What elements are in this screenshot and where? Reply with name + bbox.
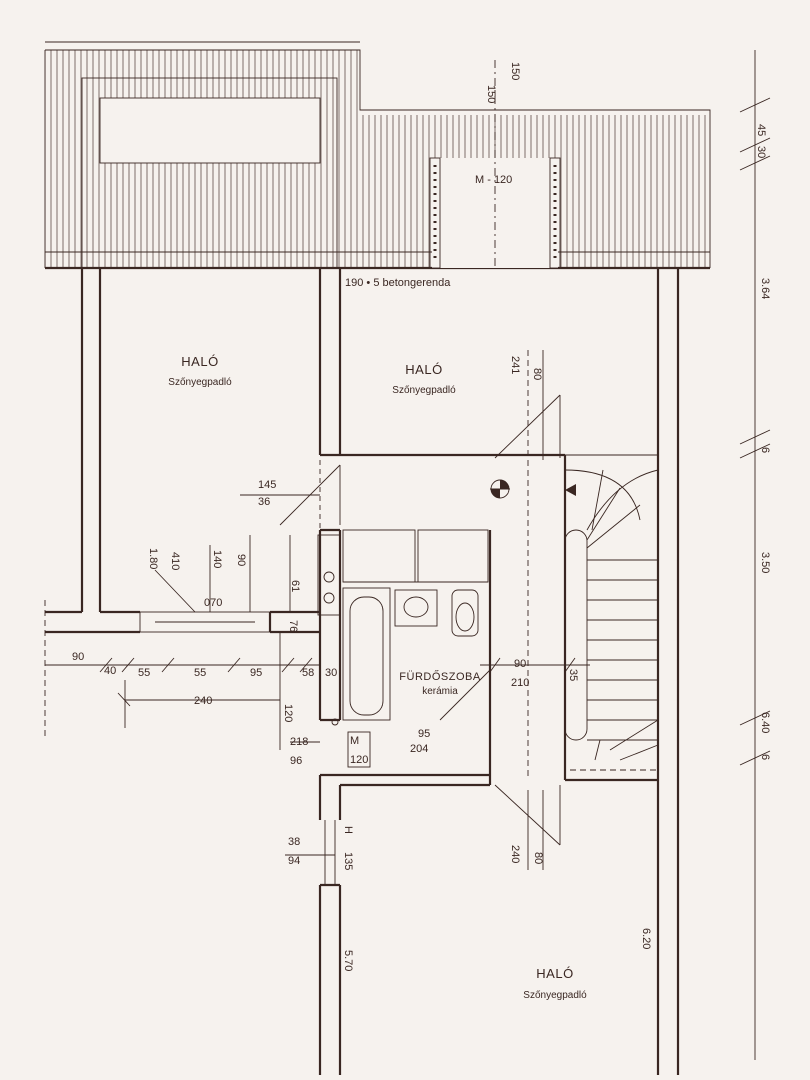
- room-labels: HALÓ Szőnyegpadló HALÓ Szőnyegpadló FÜRD…: [168, 354, 587, 1001]
- dim-55b: 55: [194, 667, 206, 679]
- dim-80b: 80: [532, 852, 544, 864]
- dim-204: 204: [410, 743, 428, 755]
- room-floor-bath: kerámia: [422, 686, 458, 697]
- room-floor-mid: Szőnyegpadló: [392, 385, 456, 396]
- dim-640: 6.40: [759, 712, 771, 733]
- terrace: [44, 41, 711, 270]
- dim-90a: 90: [235, 554, 247, 566]
- room-floor-left: Szőnyegpadló: [168, 377, 232, 388]
- dimension-labels: 190 • 5 betongerenda M - 120 150 150 45 …: [72, 62, 771, 971]
- dim-241: 241: [509, 356, 521, 374]
- room-name-bath: FÜRDŐSZOBA: [399, 669, 481, 683]
- dimension-lines: [44, 50, 771, 1060]
- dim-90c: 90: [514, 658, 526, 670]
- dim-120: 120: [282, 704, 294, 722]
- dim-35: 35: [567, 669, 579, 681]
- dim-364: 3.64: [759, 278, 771, 299]
- door-swings: [154, 350, 561, 885]
- dim-240b: 240: [509, 845, 521, 863]
- dim-m: M: [350, 735, 359, 747]
- dim-150a: 150: [485, 85, 497, 103]
- dim-94: 94: [288, 855, 300, 867]
- door-m120-label: M - 120: [475, 174, 512, 186]
- dim-40: 40: [104, 665, 116, 677]
- dim-38: 38: [288, 836, 300, 848]
- dim-6a: 6: [759, 447, 771, 453]
- dim-61: 61: [289, 580, 301, 592]
- room-name-mid: HALÓ: [405, 362, 442, 377]
- dim-m120: 120: [350, 754, 368, 766]
- dim-6b: 6: [759, 754, 771, 760]
- beam-label: 190 • 5 betongerenda: [345, 277, 451, 289]
- dim-620: 6.20: [640, 928, 652, 949]
- room-name-bottom: HALÓ: [536, 966, 573, 981]
- dim-218: 218: [290, 736, 308, 748]
- room-name-left: HALÓ: [181, 354, 218, 369]
- dim-350: 3.50: [759, 552, 771, 573]
- dim-95a: 95: [250, 667, 262, 679]
- dim-30: 30: [325, 667, 337, 679]
- staircase: [490, 469, 659, 771]
- dim-80a: 80: [531, 368, 543, 380]
- dim-570: 5.70: [342, 950, 354, 971]
- dim-55a: 55: [138, 667, 150, 679]
- dim-070: 070: [204, 597, 222, 609]
- dim-h: H: [342, 826, 354, 834]
- walls: [45, 268, 680, 1075]
- dim-240: 240: [194, 695, 212, 707]
- dim-36a: 36: [258, 496, 270, 508]
- dim-96: 96: [290, 755, 302, 767]
- dim-45: 45: [755, 124, 767, 136]
- dim-140: 140: [211, 550, 223, 568]
- dim-58: 58: [302, 667, 314, 679]
- dim-150b: 150: [509, 62, 521, 80]
- dim-180: 1.80: [147, 548, 159, 569]
- bathroom-fixtures: [317, 529, 489, 768]
- dim-410: 410: [169, 552, 181, 570]
- dim-210: 210: [511, 677, 529, 689]
- dim-95b: 95: [418, 728, 430, 740]
- dim-135: 135: [342, 852, 354, 870]
- dim-76: 76: [287, 620, 299, 632]
- dim-90b: 90: [72, 651, 84, 663]
- dim-30: 30: [755, 146, 767, 158]
- dim-145: 145: [258, 479, 276, 491]
- room-floor-bottom: Szőnyegpadló: [523, 990, 587, 1001]
